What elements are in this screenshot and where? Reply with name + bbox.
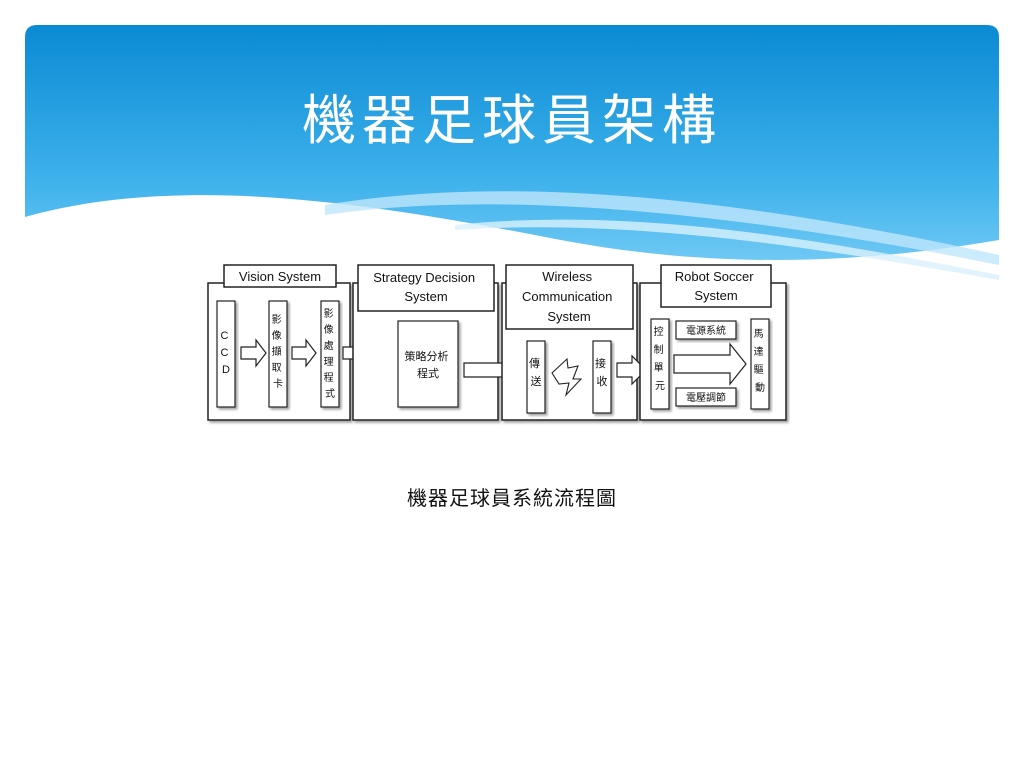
header-banner <box>25 25 999 287</box>
strategy-system-label: Strategy Decision System <box>373 270 479 304</box>
strategy-program-block <box>397 320 459 408</box>
image-processing-text: 影 像 處 理 程 式 <box>324 308 337 400</box>
power-system-text: 電源系統 <box>686 324 726 337</box>
voltage-regulator-block <box>675 387 737 407</box>
voltage-regulator-text: 電壓調節 <box>686 391 726 404</box>
control-unit-block <box>650 318 670 410</box>
robot-section: Robot Soccer System 控 制 單 元 電源系統 電壓調節 馬 … <box>639 264 787 421</box>
robot-system-label: Robot Soccer System <box>675 269 757 303</box>
arrow-control-motor <box>673 342 747 386</box>
arrow-ccd-capture <box>240 338 267 368</box>
control-unit-text: 控 制 單 元 <box>654 325 667 392</box>
image-processing-block <box>320 300 340 408</box>
vision-system-label: Vision System <box>239 269 321 284</box>
ccd-text: C C D <box>220 330 231 376</box>
transmit-text: 傳 送 <box>529 357 543 388</box>
wireless-section: Wireless Communication System 傳 送 接 收 <box>501 264 638 421</box>
diagram-caption: 機器足球員系統流程圖 <box>407 486 617 510</box>
wireless-system-label: Wireless Communication System <box>522 269 616 324</box>
strategy-program-text: 策略分析 程式 <box>404 349 451 380</box>
power-system-block <box>675 320 737 340</box>
receive-text: 接 收 <box>595 357 609 388</box>
strategy-section: Strategy Decision System 策略分析 程式 <box>352 264 499 421</box>
capture-card-text: 影 像 擷 取 卡 <box>272 314 285 390</box>
header-background <box>25 25 999 287</box>
flow-diagram: Vision System C C D 影 像 擷 取 卡 影 像 處 <box>200 255 790 430</box>
motor-drive-text: 馬 達 驅 動 <box>754 328 767 394</box>
capture-card-block <box>268 300 288 408</box>
transmit-block <box>526 340 546 414</box>
arrow-wireless-robot <box>616 354 647 386</box>
slide-title: 機器足球員架構 <box>302 89 722 152</box>
receive-block <box>592 340 612 414</box>
wireless-signal-icon <box>551 357 583 397</box>
vision-system-section: Vision System C C D 影 像 擷 取 卡 影 像 處 <box>207 264 351 421</box>
arrow-capture-processing <box>291 338 317 368</box>
motor-drive-block <box>750 318 770 410</box>
ccd-block <box>216 300 236 408</box>
